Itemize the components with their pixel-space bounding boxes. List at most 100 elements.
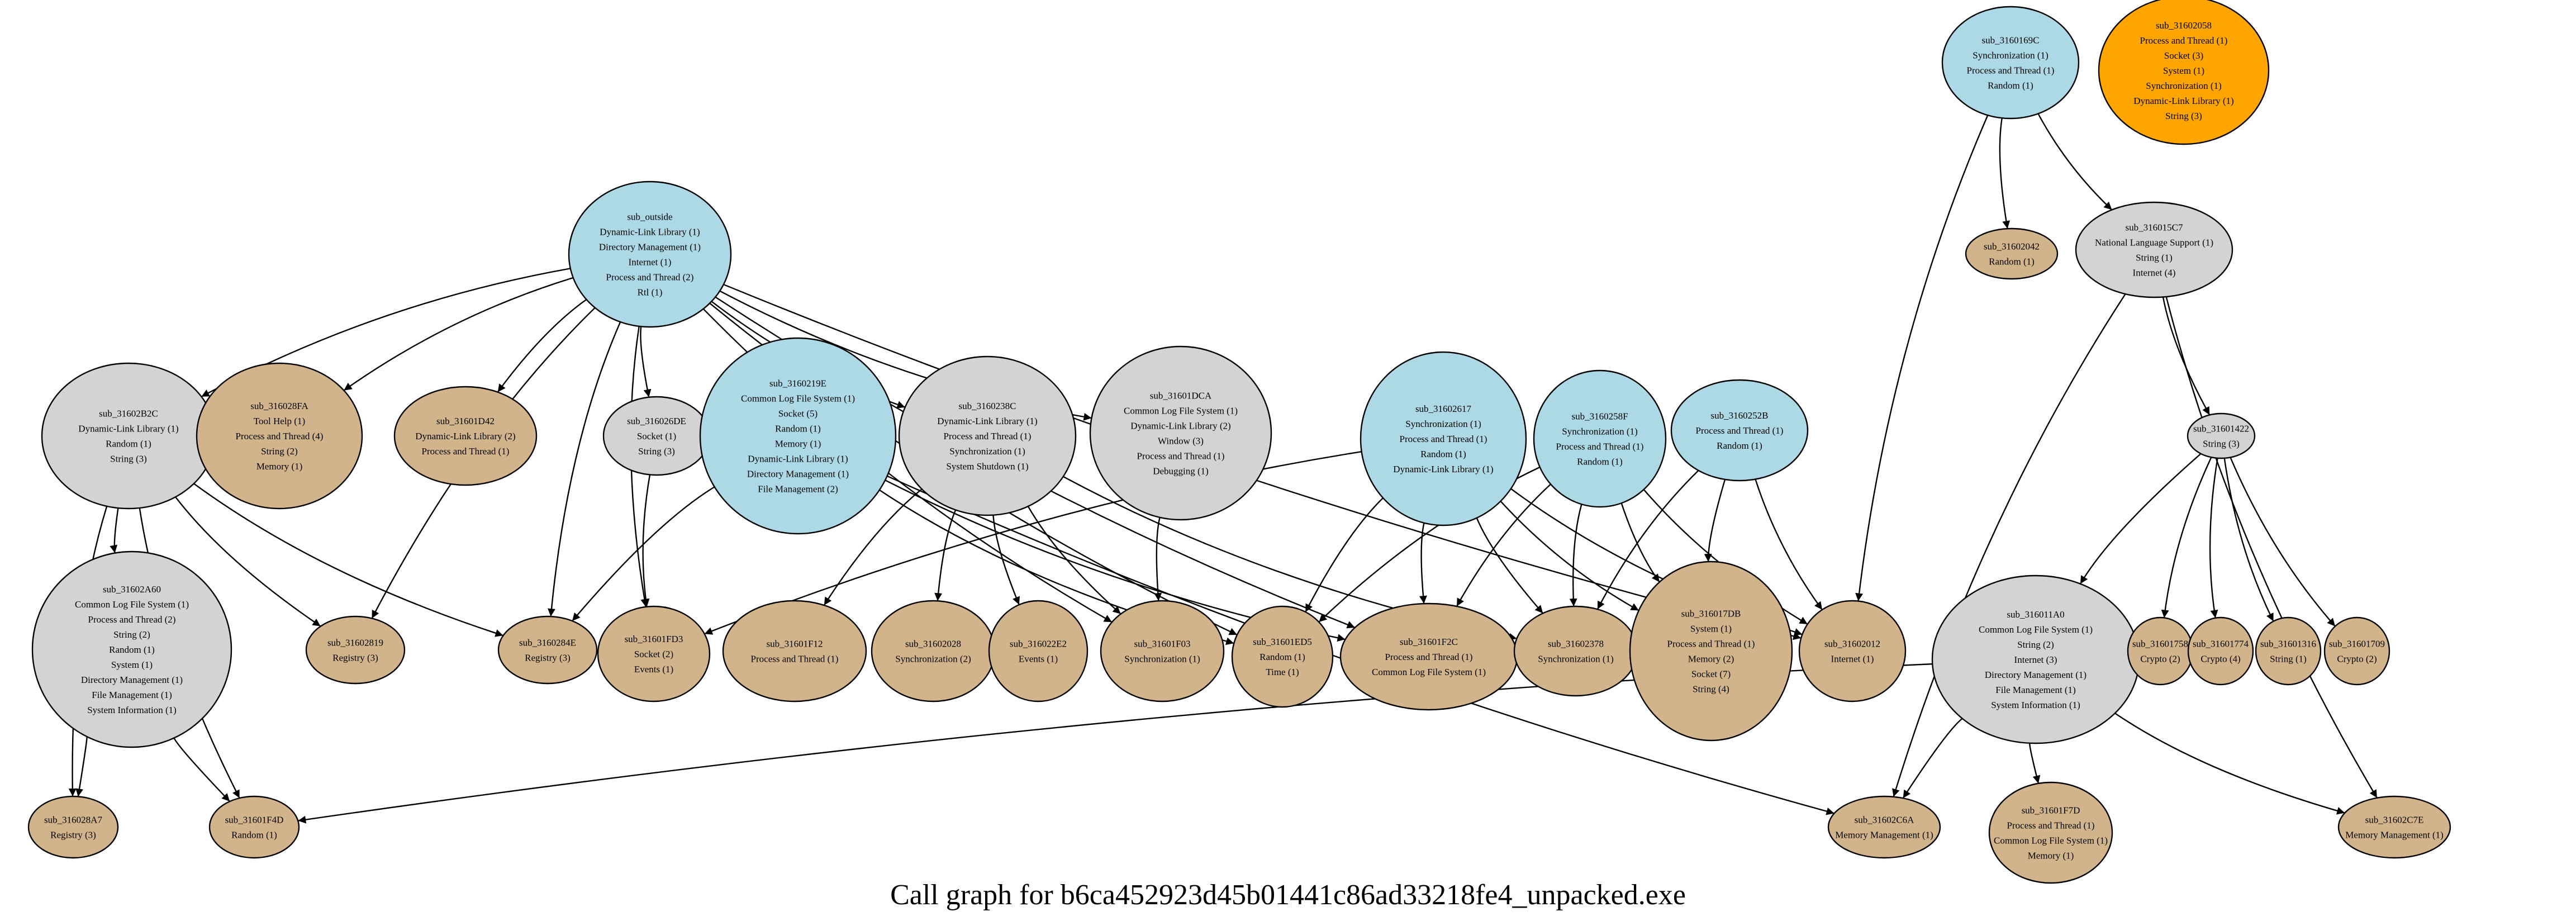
node-name: sub_31602028: [905, 639, 961, 649]
node-name: sub_31602378: [1548, 639, 1604, 649]
node-ellipse: [2337, 795, 2451, 859]
node-api-category: System Information (1): [1991, 700, 2080, 710]
call-edge: [1902, 718, 1963, 799]
call-edge: [2037, 113, 2113, 211]
node-name: sub_31602819: [327, 638, 383, 648]
node-api-category: Common Log File System (1): [1979, 624, 2093, 635]
node-api-category: Socket (3): [2164, 50, 2203, 61]
call-edge: [1855, 115, 1989, 601]
node-ellipse: [1941, 6, 2080, 120]
node-api-category: Socket (7): [1691, 669, 1731, 680]
node-name: sub_3160219E: [769, 378, 826, 389]
node-api-category: Synchronization (1): [1124, 654, 1200, 664]
node-api-category: Events (1): [1019, 654, 1058, 664]
call-edge: [1500, 501, 1639, 611]
node-api-category: Synchronization (1): [1538, 654, 1614, 664]
node-api-category: Dynamic-Link Library (1): [600, 227, 700, 238]
node-api-category: Directory Management (1): [81, 675, 183, 685]
node-name: sub_316017DB: [1681, 609, 1741, 619]
node-name: sub_31601FD3: [625, 634, 683, 644]
call-edge: [2162, 297, 2211, 416]
node-api-category: Registry (3): [50, 830, 96, 841]
call-edge: [497, 298, 587, 393]
node-api-category: Process and Thread (1): [751, 654, 839, 664]
call-edge: [934, 510, 957, 601]
node-name: sub_31602012: [1824, 639, 1880, 649]
node-ellipse: [568, 181, 732, 328]
node-ellipse: [1798, 600, 1907, 702]
graph-title: Call graph for b6ca452923d45b01441c86ad3…: [890, 879, 1686, 911]
node-api-category: Random (1): [1988, 80, 2033, 91]
call-edge: [992, 515, 1020, 605]
node-api-category: Process and Thread (1): [1967, 65, 2055, 76]
node-api-category: String (3): [110, 454, 147, 464]
node-api-category: Window (3): [1158, 436, 1204, 447]
node-ellipse: [1629, 561, 1793, 742]
node-api-category: Memory (1): [2028, 851, 2074, 861]
node-name: sub_31601ED5: [1253, 637, 1312, 647]
node-ellipse: [305, 615, 406, 685]
node-api-category: System (1): [111, 659, 153, 670]
node-api-category: Random (1): [1260, 652, 1305, 662]
node-api-category: String (2): [113, 629, 150, 640]
node-api-category: Random (1): [1577, 457, 1623, 467]
node-api-category: System Shutdown (1): [946, 461, 1028, 472]
node-api-category: String (3): [2165, 111, 2202, 121]
call-edge: [2114, 713, 2345, 815]
node-api-category: Socket (2): [634, 649, 673, 659]
node-api-category: Random (1): [109, 644, 155, 655]
node-ellipse: [2187, 412, 2256, 459]
node-api-category: Socket (5): [778, 409, 818, 419]
node-api-category: Random (1): [775, 424, 821, 434]
node-api-category: System Information (1): [87, 705, 177, 715]
node-name: sub_31602042: [1984, 241, 2040, 252]
call-edge: [572, 486, 715, 621]
call-edge: [548, 321, 621, 617]
call-edge: [2165, 296, 2378, 799]
node-api-category: String (4): [1693, 684, 1729, 695]
node-api-category: Crypto (2): [2140, 654, 2180, 664]
node-ellipse: [1360, 351, 1527, 526]
node-name: sub_31601F4D: [225, 815, 284, 825]
node-api-category: Process and Thread (4): [236, 431, 324, 441]
node-ellipse: [2098, 0, 2270, 145]
node-api-category: Tool Help (1): [254, 416, 305, 426]
node-ellipse: [2075, 201, 2233, 298]
node-name: sub_31601DCA: [1150, 391, 1212, 401]
node-ellipse: [699, 337, 897, 535]
node-api-category: File Management (1): [1995, 685, 2076, 695]
node-api-category: String (1): [2136, 253, 2173, 263]
node-api-category: String (1): [2270, 654, 2307, 664]
node-api-category: Synchronization (1): [949, 446, 1025, 457]
node-api-category: Common Log File System (1): [1124, 406, 1238, 416]
node-api-category: Crypto (4): [2200, 654, 2240, 664]
call-edge: [110, 507, 119, 553]
call-edge: [1999, 118, 2011, 229]
call-edge: [1704, 479, 1726, 562]
node-name: sub_31601D42: [436, 416, 495, 426]
node-api-category: Internet (3): [2014, 654, 2057, 665]
call-edge: [2029, 743, 2041, 784]
node-api-category: Process and Thread (1): [1400, 434, 1487, 444]
call-edge: [1755, 479, 1823, 610]
node-api-category: Process and Thread (2): [88, 614, 176, 625]
node-api-category: Process and Thread (1): [2140, 35, 2228, 46]
call-edge: [2223, 458, 2274, 622]
node-api-category: Directory Management (1): [599, 242, 701, 253]
